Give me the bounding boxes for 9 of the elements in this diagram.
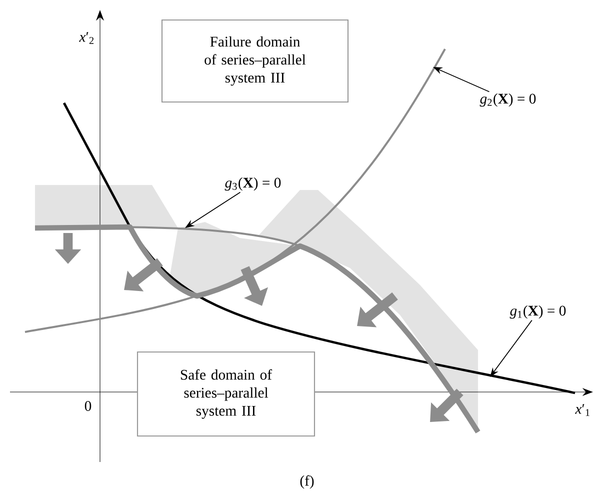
axis-label: x′$_{1}$	[575, 404, 590, 416]
text-box: Safe domain of series–parallel system III	[136, 351, 316, 437]
curve-label: g$_{3}$(X) = 0	[224, 177, 281, 191]
caption: (f)	[300, 475, 314, 489]
curve-label: g$_{1}$(X) = 0	[510, 305, 566, 319]
curve-label: g$_{2}$(X) = 0	[480, 93, 536, 107]
text-box: Failure domain of series–parallel system III	[161, 19, 349, 103]
axis-label: 0	[84, 401, 92, 411]
axis-label: x′$_{2}$	[79, 32, 94, 44]
